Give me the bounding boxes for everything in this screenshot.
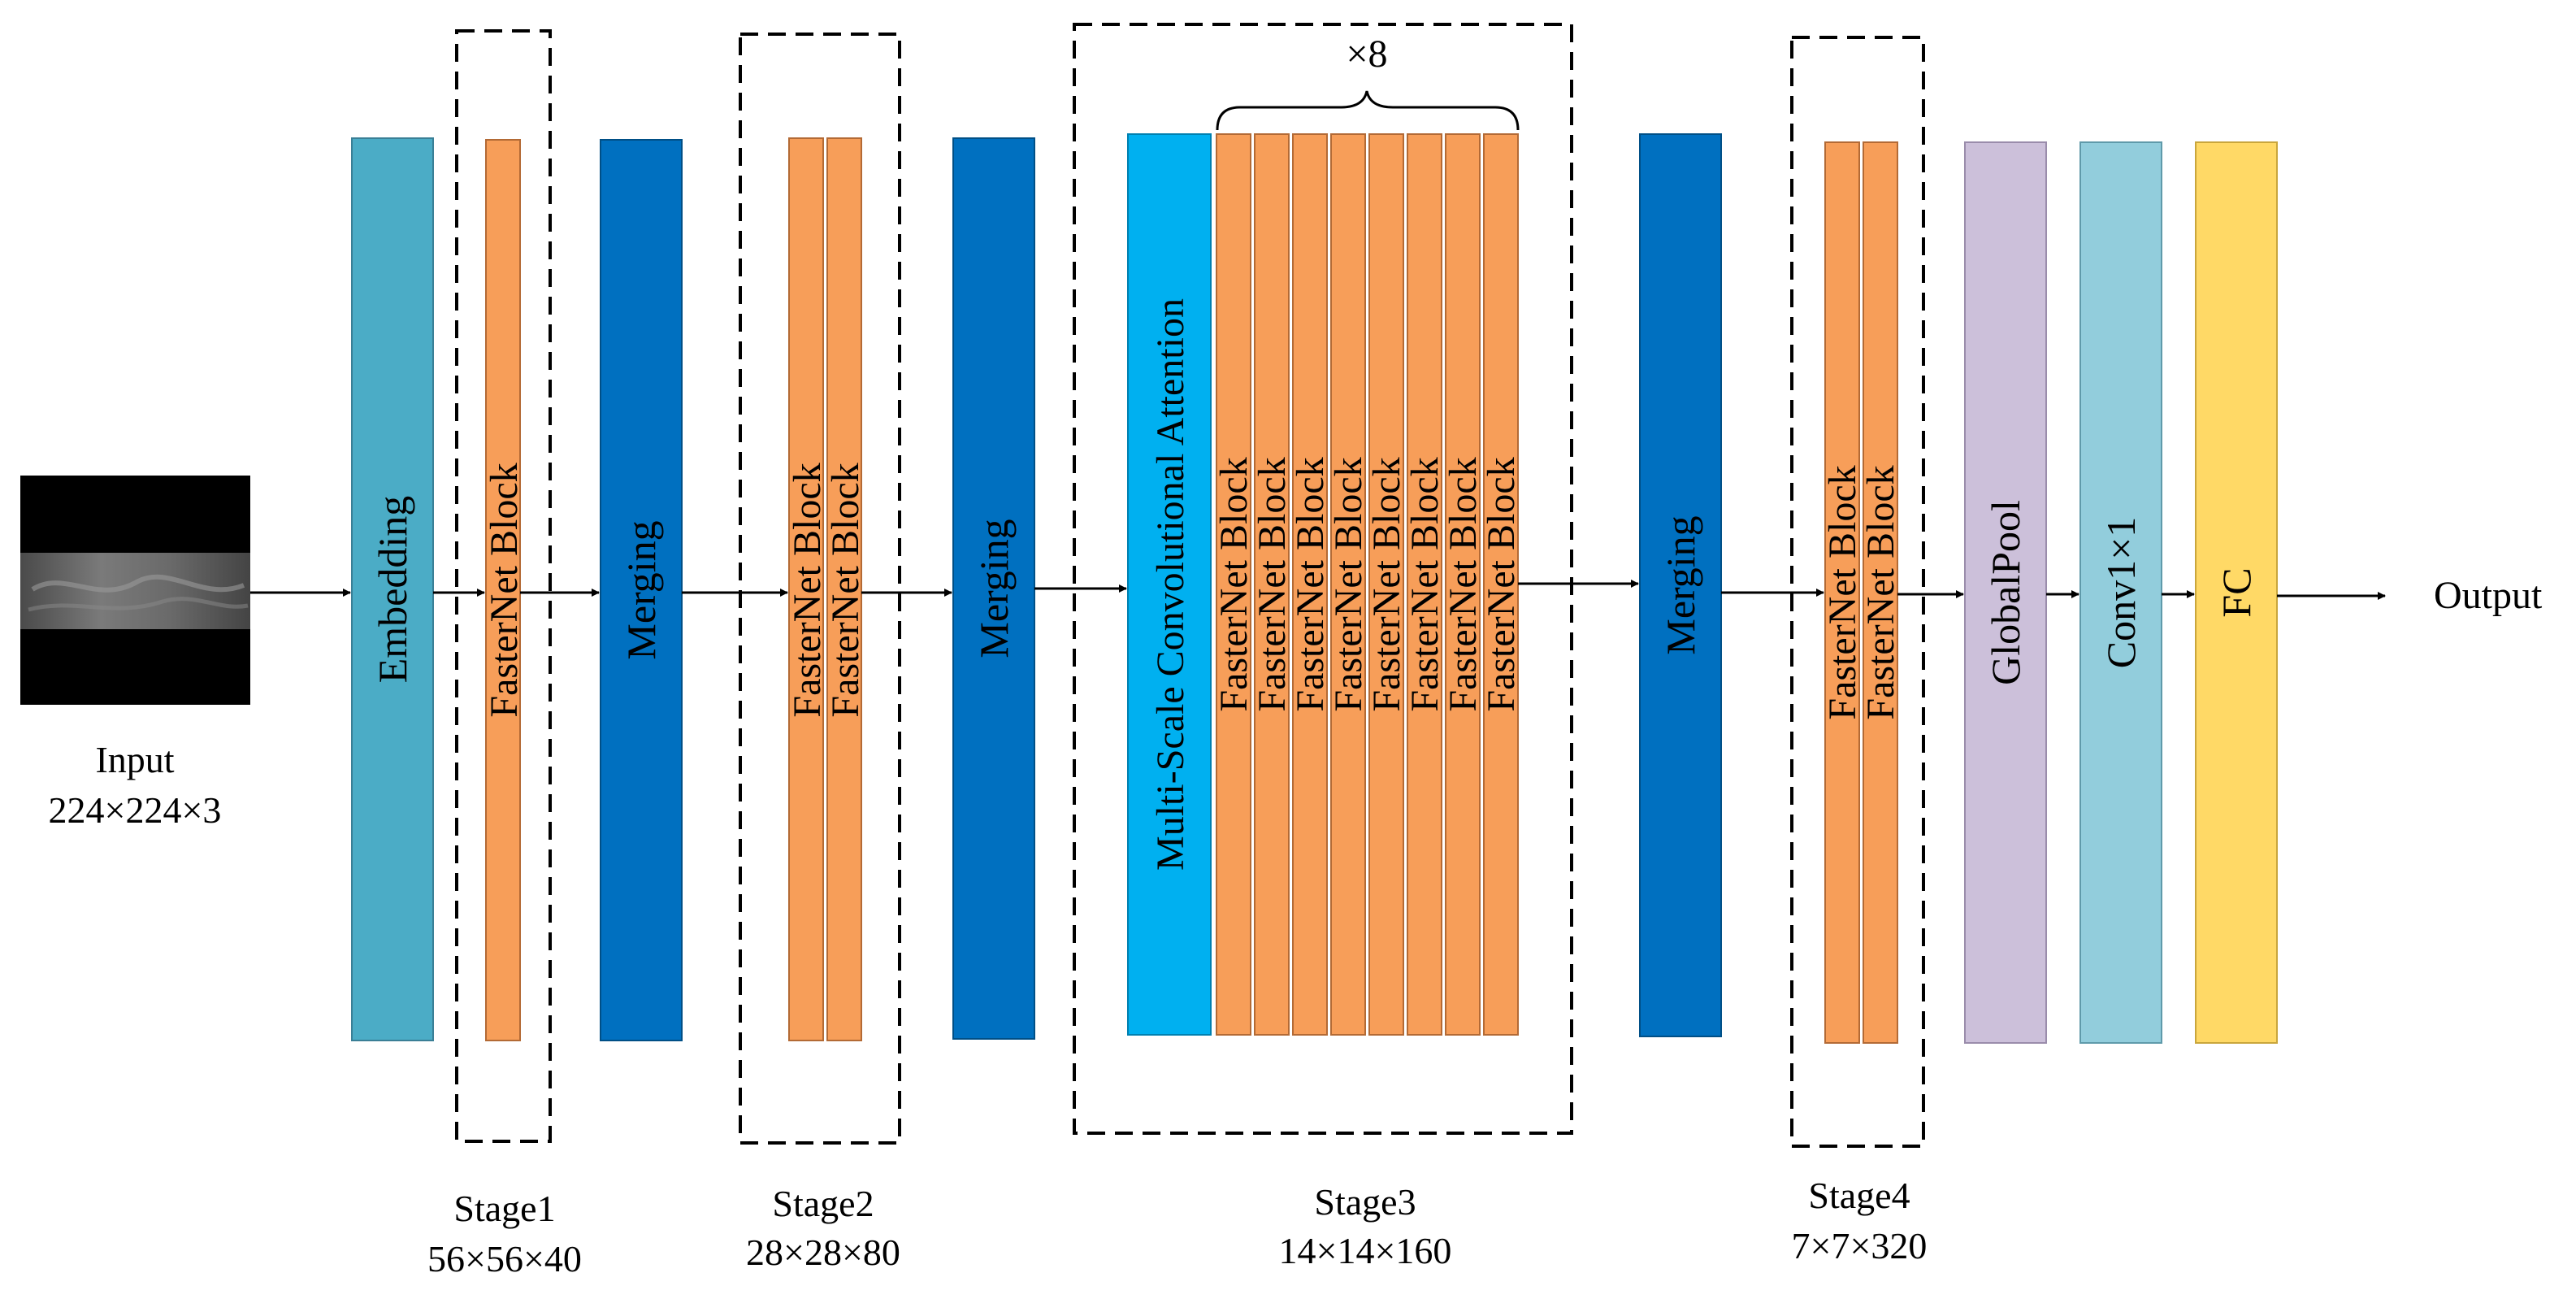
- conv-label: Conv1×1: [2098, 517, 2144, 669]
- fasternet-block-label: FasterNet Block: [824, 463, 867, 717]
- stage2-fasternet-block-2: FasterNet Block: [824, 137, 867, 1041]
- attention-block: Multi-Scale Convolutional Attention: [1127, 133, 1212, 1036]
- merging-block-1: Merging: [600, 139, 683, 1041]
- stage3-fasternet-block-4: FasterNet Block: [1327, 133, 1370, 1036]
- attention-label: Multi-Scale Convolutional Attention: [1149, 298, 1192, 871]
- fasternet-block-label: FasterNet Block: [1251, 457, 1294, 711]
- input-label: Input: [95, 739, 174, 780]
- stage3-boundary: [1073, 23, 1573, 1135]
- embedding-label: Embedding: [370, 496, 415, 684]
- input-size: 224×224×3: [49, 789, 222, 831]
- fasternet-block-label: FasterNet Block: [1442, 457, 1485, 711]
- stage1-boundary: [455, 29, 552, 1143]
- stage4-fasternet-block-2: FasterNet Block: [1859, 141, 1902, 1044]
- repeat-label: ×8: [1346, 33, 1387, 76]
- stage3-fasternet-block-2: FasterNet Block: [1251, 133, 1294, 1036]
- fasternet-block-label: FasterNet Block: [1365, 457, 1408, 711]
- stage4-name: Stage4: [1808, 1175, 1910, 1216]
- stage2-fasternet-block-1: FasterNet Block: [786, 137, 829, 1041]
- stage3-fasternet-block-3: FasterNet Block: [1289, 133, 1332, 1036]
- merging-label: Merging: [618, 520, 664, 659]
- stage1-size: 56×56×40: [427, 1238, 582, 1279]
- stage4-size: 7×7×320: [1792, 1225, 1928, 1266]
- global-pool-label: GlobalPool: [1983, 500, 2028, 685]
- fasternet-block-label: FasterNet Block: [1327, 457, 1370, 711]
- fasternet-block-label: FasterNet Block: [1859, 465, 1902, 719]
- fasternet-block-label: FasterNet Block: [1821, 465, 1864, 719]
- fc-block: FC: [2195, 141, 2278, 1044]
- stage2-name: Stage2: [772, 1183, 874, 1224]
- stage3-fasternet-block-5: FasterNet Block: [1365, 133, 1408, 1036]
- stage1-name: Stage1: [453, 1188, 555, 1229]
- input-image: [20, 476, 250, 705]
- stage3-fasternet-block-1: FasterNet Block: [1212, 133, 1255, 1036]
- fasternet-block-label: FasterNet Block: [483, 463, 526, 717]
- conv-block: Conv1×1: [2079, 141, 2162, 1044]
- stage3-fasternet-block-7: FasterNet Block: [1442, 133, 1485, 1036]
- merging-block-2: Merging: [952, 137, 1035, 1040]
- fasternet-block-label: FasterNet Block: [1480, 457, 1523, 711]
- merging-label: Merging: [971, 519, 1017, 658]
- merging-block-3: Merging: [1639, 133, 1722, 1037]
- stage3-fasternet-block-8: FasterNet Block: [1480, 133, 1523, 1036]
- stage2-size: 28×28×80: [746, 1232, 900, 1273]
- repeat-brace: [1216, 90, 1520, 131]
- embedding-block: Embedding: [351, 137, 434, 1041]
- stage1-fasternet-block: FasterNet Block: [483, 139, 526, 1041]
- merging-label: Merging: [1658, 515, 1703, 654]
- stage4-fasternet-block-1: FasterNet Block: [1821, 141, 1864, 1044]
- fasternet-block-label: FasterNet Block: [1212, 457, 1255, 711]
- embedding-rect: [351, 137, 434, 1041]
- fasternet-block-label: FasterNet Block: [786, 463, 829, 717]
- stage3-name: Stage3: [1314, 1181, 1416, 1223]
- stage4-boundary: [1790, 36, 1925, 1148]
- output-label: Output: [2434, 574, 2543, 617]
- fc-label: FC: [2214, 567, 2259, 617]
- connectors: [250, 580, 2386, 600]
- fasternet-block-label: FasterNet Block: [1289, 457, 1332, 711]
- stage3-size: 14×14×160: [1279, 1230, 1452, 1271]
- global-pool-block: GlobalPool: [1964, 141, 2047, 1044]
- fasternet-block-label: FasterNet Block: [1403, 457, 1446, 711]
- stage3-fasternet-block-6: FasterNet Block: [1403, 133, 1446, 1036]
